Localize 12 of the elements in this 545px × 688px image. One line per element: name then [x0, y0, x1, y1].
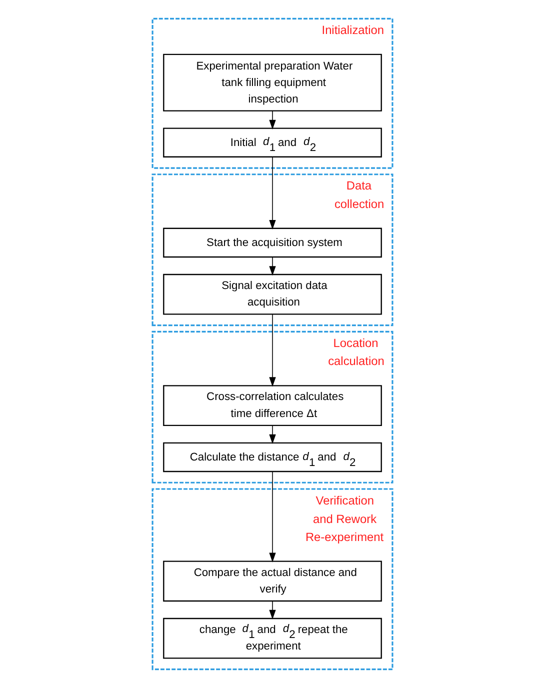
- arrow: [269, 314, 276, 387]
- arrow: [269, 471, 276, 562]
- arrow: [269, 256, 276, 276]
- node-box: Start the acquisition system: [163, 228, 382, 258]
- node-box: Signal excitation data acquisition: [163, 274, 382, 315]
- arrow: [269, 110, 276, 130]
- arrow: [269, 425, 276, 444]
- arrow: [269, 600, 276, 620]
- node-box: Experimental preparation Water tank filling equipment inspection: [163, 54, 382, 112]
- node-box: Compare the actual distance and verify: [163, 560, 382, 602]
- arrow: [269, 156, 276, 230]
- node-box: Cross-correlation calculates time difference Δt: [163, 385, 382, 426]
